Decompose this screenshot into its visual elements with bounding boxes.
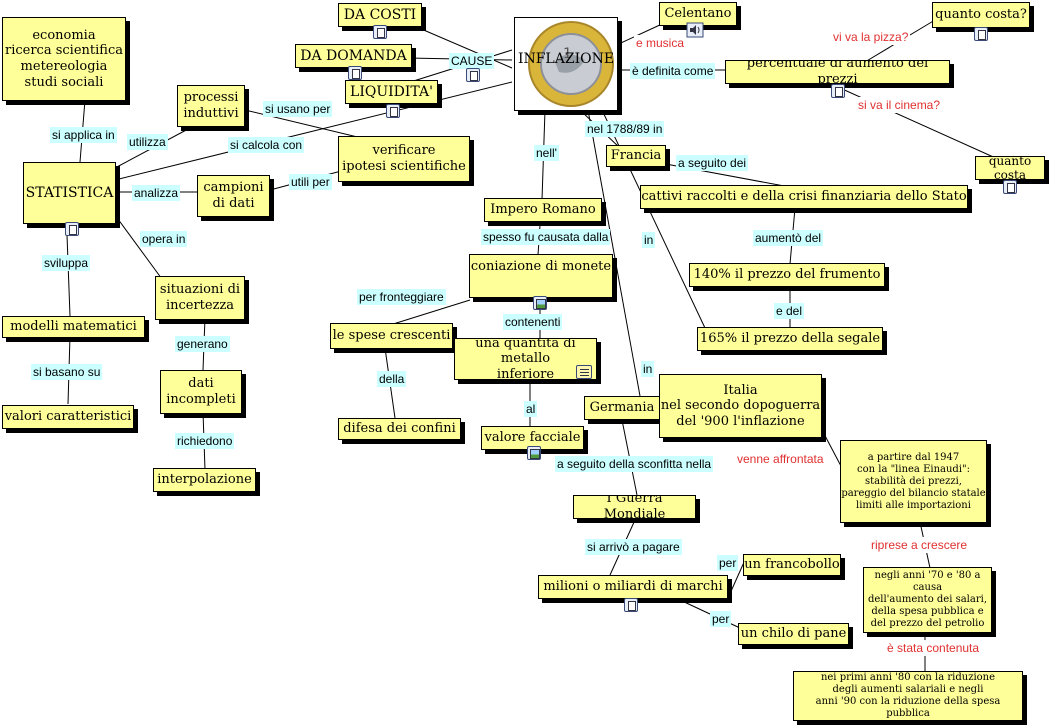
- node-situazioni[interactable]: situazioni di incertezza: [155, 276, 245, 320]
- node-francobollo[interactable]: un francobollo: [743, 554, 841, 576]
- node-anni-70-80[interactable]: negli anni '70 e '80 a causa dell'aument…: [863, 567, 992, 633]
- label-cause: CAUSE: [449, 53, 495, 69]
- node-quantita-metallo[interactable]: una quantità di metallo inferiore: [454, 338, 597, 380]
- inflazione-title: INFLAZIONE: [517, 51, 615, 67]
- node-guerra-mondiale[interactable]: I Guerra Mondiale: [573, 495, 696, 519]
- svg-text:1: 1: [563, 46, 572, 62]
- node-inflazione[interactable]: 1 INFLAZIONE: [514, 17, 618, 111]
- label-si-usano-per: si usano per: [263, 101, 333, 117]
- document-icon[interactable]: [386, 104, 400, 118]
- node-cattivi-raccolti[interactable]: cattivi raccolti e della crisi finanziar…: [640, 185, 968, 209]
- document-icon[interactable]: [831, 84, 845, 98]
- node-da-domanda[interactable]: DA DOMANDA: [295, 44, 412, 68]
- node-celentano[interactable]: Celentano: [659, 2, 737, 26]
- node-chilo-pane[interactable]: un chilo di pane: [738, 623, 849, 645]
- label-a-seguito-dei: a seguito dei: [676, 155, 749, 171]
- node-processi[interactable]: processi induttivi: [177, 85, 245, 127]
- label-a-seguito-sconfitta: a seguito della sconfitta nella: [555, 456, 714, 472]
- label-in-germania: in: [641, 361, 655, 377]
- label-vi-va-la-pizza: vi va la pizza?: [831, 29, 911, 45]
- label-aumento-del: aumentò del: [753, 230, 824, 246]
- label-per-francobollo: per: [717, 555, 739, 571]
- label-venne-affrontata: venne affrontata: [735, 451, 826, 467]
- document-icon[interactable]: [1003, 180, 1017, 194]
- label-si-arrivo-a-pagare: si arrivò a pagare: [585, 539, 682, 555]
- document-icon[interactable]: [624, 598, 638, 612]
- document-icon[interactable]: [65, 222, 79, 236]
- node-verificare[interactable]: verificare ipotesi scientifiche: [338, 136, 470, 182]
- node-anni-80-90[interactable]: nei primi anni '80 con la riduzione degl…: [793, 671, 1023, 721]
- label-in-francia: in: [642, 232, 656, 248]
- node-campioni[interactable]: campioni di dati: [197, 175, 270, 217]
- label-utilizza: utilizza: [127, 134, 168, 150]
- node-linea-einaudi[interactable]: a partire dal 1947 con la "linea Einaudi…: [840, 440, 987, 523]
- label-e-stata-contenuta: è stata contenuta: [885, 640, 982, 656]
- node-economia[interactable]: economia ricerca scientifica metereologi…: [2, 17, 126, 101]
- document-icon[interactable]: [348, 66, 362, 80]
- label-contenenti: contenenti: [503, 314, 563, 330]
- label-per-fronteggiare: per fronteggiare: [357, 289, 446, 305]
- node-milioni-marchi[interactable]: milioni o miliardi di marchi: [538, 575, 728, 599]
- node-francia[interactable]: Francia: [606, 145, 666, 167]
- document-icon[interactable]: [974, 27, 988, 41]
- label-si-va-il-cinema: si va il cinema?: [856, 97, 943, 113]
- node-percentuale[interactable]: percentuale di aumento dei prezzi: [725, 60, 950, 84]
- label-si-calcola-con: si calcola con: [228, 137, 305, 153]
- label-riprese-a-crescere: riprese a crescere: [869, 537, 970, 553]
- node-difesa-confini[interactable]: difesa dei confini: [338, 418, 461, 440]
- label-opera-in: opera in: [140, 231, 188, 247]
- label-spesso-fu-causata: spesso fu causata dalla: [481, 229, 611, 245]
- document-icon[interactable]: [373, 25, 387, 39]
- label-si-applica-in: si applica in: [50, 127, 117, 143]
- label-si-basano-su: si basano su: [31, 364, 103, 380]
- label-e-definita-come: è definita come: [630, 63, 716, 79]
- node-liquidita[interactable]: LIQUIDITA': [345, 80, 438, 104]
- label-richiedono: richiedono: [175, 433, 235, 449]
- label-utili-per: utili per: [289, 174, 332, 190]
- node-segale[interactable]: 165% il prezzo della segale: [697, 327, 883, 351]
- label-nell: nell': [534, 145, 559, 161]
- euro-coin-icon: 1: [528, 21, 614, 107]
- label-della: della: [377, 371, 407, 387]
- label-e-musica: e musica: [634, 35, 687, 51]
- node-quanto-costa-1[interactable]: quanto costa?: [932, 2, 1030, 28]
- label-per-pane: per: [710, 611, 732, 627]
- node-interpolazione[interactable]: interpolazione: [153, 468, 256, 492]
- text-note-icon[interactable]: [576, 365, 592, 379]
- speaker-icon[interactable]: [686, 22, 704, 38]
- node-da-costi[interactable]: DA COSTI: [338, 3, 422, 27]
- node-coniazione[interactable]: coniazione di monete: [469, 254, 613, 298]
- node-spese-crescenti[interactable]: le spese crescenti: [330, 323, 453, 349]
- image-icon[interactable]: [527, 446, 541, 460]
- label-e-del: e del: [774, 303, 805, 319]
- node-dati-incompleti[interactable]: dati incompleti: [160, 370, 242, 414]
- node-germania[interactable]: Germania: [584, 396, 660, 420]
- label-analizza: analizza: [132, 185, 181, 201]
- document-icon[interactable]: [466, 68, 480, 82]
- label-al: al: [524, 401, 538, 417]
- image-icon[interactable]: [533, 296, 547, 310]
- node-italia[interactable]: Italia nel secondo dopoguerra del '900 l…: [659, 374, 822, 438]
- node-quanto-costa-2[interactable]: quanto costa: [975, 156, 1045, 180]
- label-generano: generano: [175, 336, 230, 352]
- node-statistica[interactable]: STATISTICA: [23, 162, 116, 224]
- label-nel-1788: nel 1788/89 in: [585, 121, 665, 137]
- node-impero-romano[interactable]: Impero Romano: [484, 198, 602, 222]
- node-frumento[interactable]: 140% il prezzo del frumento: [689, 263, 885, 287]
- label-sviluppa: sviluppa: [42, 255, 91, 271]
- node-valori-caratteristici[interactable]: valori caratteristici: [2, 405, 134, 429]
- node-modelli[interactable]: modelli matematici: [2, 316, 145, 338]
